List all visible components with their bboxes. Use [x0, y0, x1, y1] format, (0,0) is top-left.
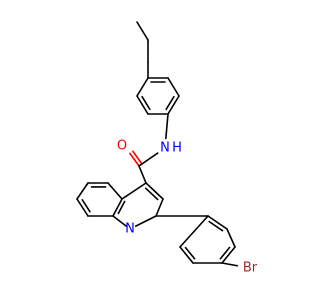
bond-quinoline-benzo	[107, 182, 123, 200]
bond-amide-c-n	[138, 152, 159, 167]
bond-ethylphenyl-ring	[167, 77, 180, 97]
atom-label-oxygen: O	[117, 139, 127, 154]
bond-amide-n-aryl	[165, 113, 169, 140]
atom-label-group: O N H N Br	[117, 139, 258, 276]
bond-bromophenyl-ring	[179, 246, 194, 264]
bond-quinoline	[112, 198, 123, 217]
bond-quinoline	[134, 215, 157, 227]
bond-carbonyl-double	[132, 150, 143, 165]
atom-label-ring-nitrogen: N	[125, 222, 135, 237]
bond-quinoline-double	[117, 200, 126, 215]
bond-bromophenyl-ring	[226, 228, 236, 248]
bond-quinoline-benzo	[76, 182, 89, 200]
bond-bromophenyl-ring	[207, 215, 228, 230]
bond-bromophenyl-ring	[179, 215, 209, 248]
atom-label-amide-hydrogen: H	[172, 141, 182, 156]
bond-ethylphenyl-double	[141, 95, 151, 111]
bond-quinoline-benzo-double	[81, 199, 91, 213]
structure-canvas: O N H N Br	[76, 21, 258, 276]
bond-ethylphenyl-double	[165, 95, 175, 111]
bond-ethyl	[136, 21, 149, 41]
bond-bromophenyl-ring	[221, 246, 236, 264]
bond-ethylphenyl-ring	[136, 77, 149, 97]
bond-carboxamide-quinoline	[138, 165, 147, 184]
molecule-diagram: O N H N Br	[76, 21, 258, 276]
bond-quinoline-double	[144, 187, 159, 201]
bond-c-br	[221, 262, 239, 267]
bond-carbonyl	[129, 152, 140, 167]
bond-bromophenyl-double	[208, 220, 224, 232]
bond-bromophenyl-double	[219, 246, 231, 260]
atom-label-bromine: Br	[243, 261, 258, 276]
bond-ethylphenyl-ring	[167, 95, 180, 115]
bond-quinoline-benzo	[76, 198, 89, 217]
bond-group	[76, 21, 239, 267]
bond-quinoline	[155, 198, 164, 217]
bond-quinoline	[145, 182, 164, 200]
atom-label-amide-nitrogen: N	[160, 141, 170, 156]
bond-quinoline	[121, 182, 147, 200]
bond-ethylphenyl-ring	[136, 95, 149, 115]
bond-bromophenyl-double	[184, 246, 196, 260]
bond-quinoline	[112, 215, 128, 227]
